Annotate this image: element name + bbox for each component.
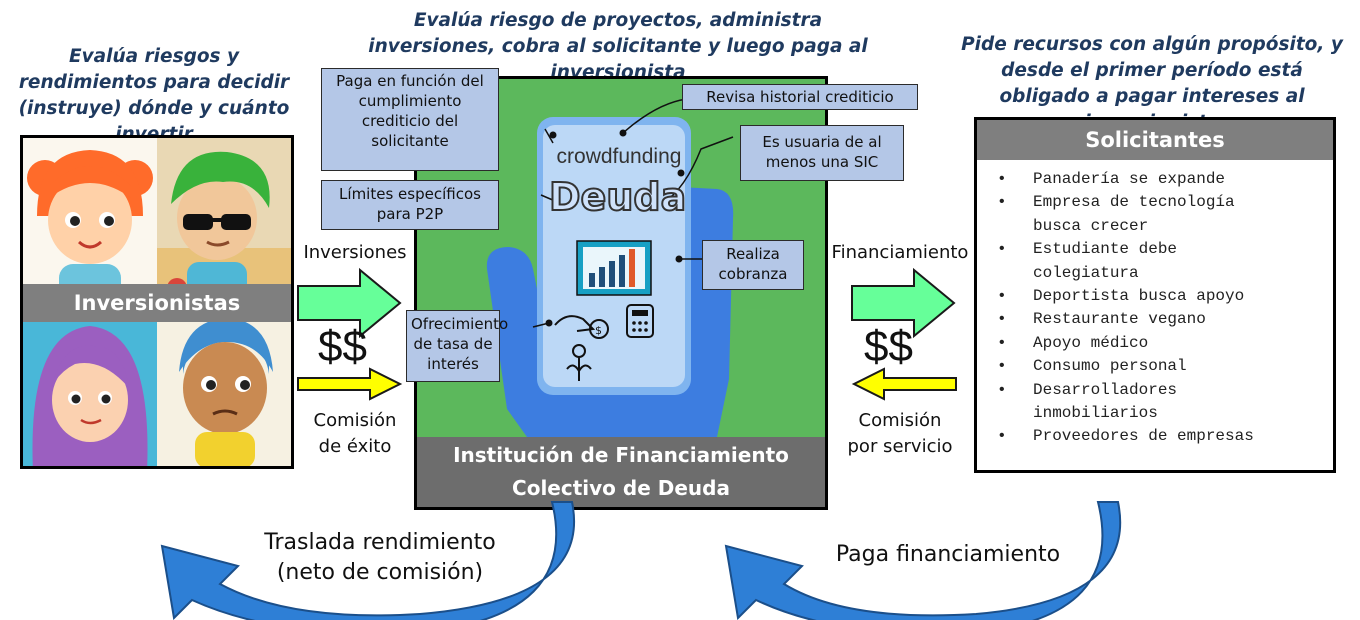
bullet-icon: •	[997, 427, 1007, 446]
requester-item-text: Apoyo médico	[1033, 333, 1149, 352]
avatar-girl-purple	[23, 302, 157, 466]
right-top-label: Financiamiento	[831, 242, 969, 263]
note-collection: Realiza cobranza	[702, 240, 804, 290]
requester-item: • Consumo personal	[997, 355, 1333, 378]
bullet-icon: •	[997, 310, 1007, 329]
requester-item-text: colegiatura	[1033, 263, 1139, 282]
left-bottom-label-1: Comisión	[313, 410, 397, 431]
requester-item-continuation: inmobiliarios	[997, 402, 1333, 425]
note-sic: Es usuaria de al menos una SIC	[740, 125, 904, 181]
requester-item-text: Deportista busca apoyo	[1033, 287, 1245, 306]
investors-title: Inversionistas	[23, 284, 291, 322]
bullet-icon: •	[997, 333, 1007, 352]
requesters-title: Solicitantes	[977, 120, 1333, 160]
platform-title: Institución de Financiamiento Colectivo …	[417, 437, 825, 507]
phone-word: crowdfunding	[556, 145, 682, 168]
requester-item-text: Proveedores de empresas	[1033, 427, 1254, 446]
return-curve-arrow-icon	[160, 501, 575, 620]
requester-item-continuation: colegiatura	[997, 262, 1333, 285]
note-rate: Ofrecimiento de tasa de interés	[406, 310, 508, 382]
note-pays: Paga en función del cumplimiento crediti…	[321, 68, 499, 171]
bottom-return-label-2: (neto de comisión)	[276, 560, 484, 585]
requester-item-text: Panadería se expande	[1033, 170, 1226, 188]
phone-illustration: $	[486, 98, 734, 437]
note-history: Revisa historial crediticio	[682, 84, 918, 110]
requester-item: • Empresa de tecnología	[997, 191, 1333, 214]
requester-item: • Panadería se expande	[997, 168, 1333, 191]
investment-arrow-icon	[297, 267, 402, 339]
financing-arrow-icon	[851, 267, 956, 339]
requester-item: • Restaurante vegano	[997, 308, 1333, 331]
right-bottom-label-1: Comisión	[858, 410, 942, 431]
requester-item-text: inmobiliarios	[1033, 404, 1158, 423]
avatar-man-blue	[157, 302, 291, 466]
platform-panel: $ crowdfunding Deuda Institución de Fina…	[414, 76, 828, 510]
left-top-label: Inversiones	[303, 242, 407, 263]
service-fee-arrow-icon	[851, 367, 957, 401]
bullet-icon: •	[997, 170, 1007, 188]
left-bottom-label-2: de éxito	[318, 436, 392, 457]
avatar-boy-green	[157, 138, 291, 302]
pay-curve-arrow-icon	[724, 501, 1122, 620]
requester-item-text: Desarrolladores	[1033, 380, 1178, 399]
phone-title: Deuda	[548, 174, 687, 220]
requester-item-text: busca crecer	[1033, 216, 1149, 235]
requester-item: • Deportista busca apoyo	[997, 285, 1333, 308]
left-money: $$	[318, 322, 367, 371]
requester-item: • Estudiante debe	[997, 238, 1333, 261]
investors-panel: Inversionistas	[20, 135, 294, 469]
investors-caption: Evalúa riesgos y rendimientos para decid…	[18, 46, 290, 145]
bottom-return-label-1: Traslada rendimiento	[264, 530, 496, 555]
requester-item-text: Restaurante vegano	[1033, 310, 1206, 329]
bullet-icon: •	[997, 380, 1007, 399]
bullet-icon: •	[997, 287, 1007, 306]
platform-title-line1: Institución de Financiamiento	[453, 443, 789, 467]
requester-item-text: Empresa de tecnología	[1033, 193, 1235, 212]
requester-item: • Desarrolladores	[997, 379, 1333, 402]
success-fee-arrow-icon	[297, 367, 403, 401]
note-limits: Límites específicos para P2P	[321, 180, 499, 230]
requester-item: • Proveedores de empresas	[997, 425, 1333, 448]
bullet-icon: •	[997, 240, 1007, 259]
requesters-panel: Solicitantes • Panadería se expande • Empre…	[974, 117, 1336, 473]
requester-item-text: Estudiante debe	[1033, 240, 1178, 259]
bullet-icon: •	[997, 357, 1007, 376]
requester-item-continuation: busca crecer	[997, 215, 1333, 238]
bottom-pay-label: Paga financiamiento	[835, 542, 1061, 567]
bullet-icon: •	[997, 193, 1007, 212]
right-bottom-label-2: por servicio	[847, 436, 953, 457]
requester-item: • Apoyo médico	[997, 332, 1333, 355]
svg-text:$: $	[595, 324, 602, 337]
platform-title-line2: Colectivo de Deuda	[512, 476, 730, 500]
avatar-girl-red	[23, 138, 157, 302]
right-money: $$	[864, 322, 913, 371]
requesters-list: • Panadería se expande • Empresa de tecnolo…	[977, 168, 1333, 449]
requester-item-text: Consumo personal	[1033, 357, 1187, 376]
